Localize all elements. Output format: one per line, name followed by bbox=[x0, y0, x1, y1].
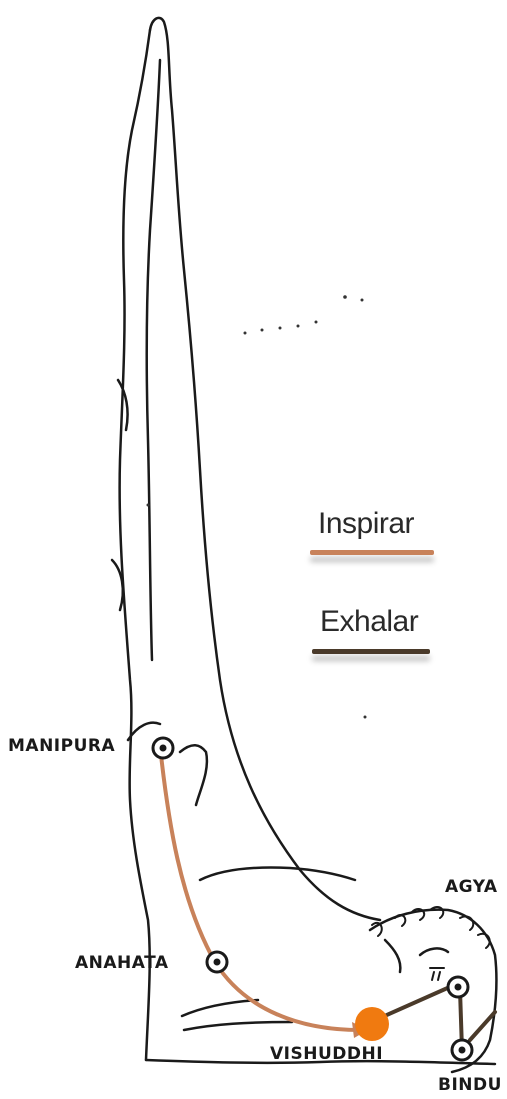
legend-exhale-label: Exhalar bbox=[320, 605, 418, 639]
anahata-node bbox=[207, 952, 227, 972]
anahata-label: ANAHATA bbox=[75, 953, 169, 973]
bindu-label: BINDU bbox=[438, 1075, 502, 1095]
manipura-label: MANIPURA bbox=[8, 736, 115, 756]
agya-node bbox=[448, 977, 468, 997]
body-outline bbox=[112, 18, 496, 1072]
legend-inhale-line bbox=[310, 550, 434, 555]
manipura-node bbox=[153, 738, 173, 758]
bindu-node bbox=[452, 1040, 472, 1060]
vishuddhi-label: VISHUDDHI bbox=[270, 1044, 383, 1064]
exhale-paths bbox=[380, 986, 495, 1050]
legend-exhale-line bbox=[312, 649, 430, 654]
vishuddhi-dot bbox=[355, 1007, 389, 1041]
agya-label: AGYA bbox=[445, 877, 498, 897]
legend-inhale-label: Inspirar bbox=[318, 507, 414, 541]
inhale-path bbox=[160, 746, 360, 1030]
